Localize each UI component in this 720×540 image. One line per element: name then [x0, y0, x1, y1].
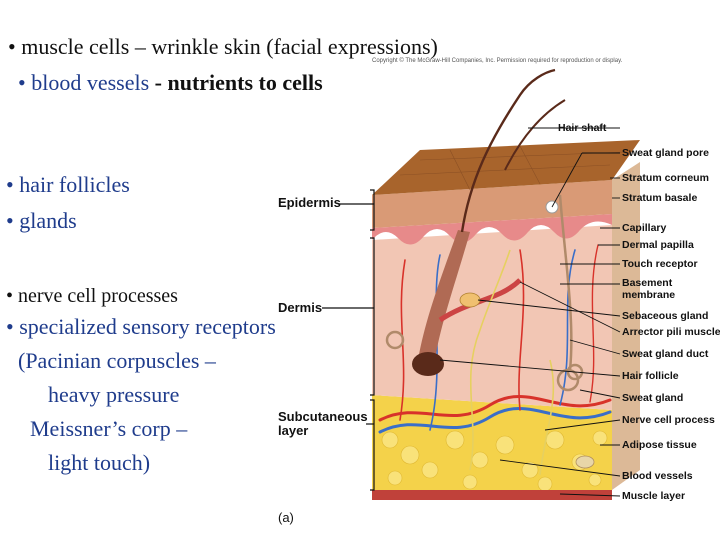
label-capillary: Capillary: [622, 222, 666, 234]
label-epidermis: Epidermis: [278, 195, 341, 210]
label-blood-vessels: Blood vessels: [622, 470, 693, 482]
label-sweat-gland-pore: Sweat gland pore: [622, 147, 709, 159]
label-sweat-gland-duct: Sweat gland duct: [622, 348, 708, 360]
label-muscle-layer: Muscle layer: [622, 490, 685, 502]
label-adipose-tissue: Adipose tissue: [622, 439, 697, 451]
label-touch-receptor: Touch receptor: [622, 258, 698, 270]
label-subcutaneous-line1: Subcutaneous: [278, 410, 368, 424]
label-sweat-gland: Sweat gland: [622, 392, 683, 404]
subcutaneous-fat: [372, 395, 612, 490]
label-hair-follicle: Hair follicle: [622, 370, 679, 382]
label-basement-membrane: Basement membrane: [622, 277, 675, 301]
label-subcutaneous: Subcutaneous layer: [278, 410, 368, 438]
label-basement-line2: membrane: [622, 289, 675, 301]
panel-label: (a): [278, 510, 294, 525]
label-stratum-corneum: Stratum corneum: [622, 172, 709, 184]
label-subcutaneous-line2: layer: [278, 424, 368, 438]
label-sebaceous-gland: Sebaceous gland: [622, 310, 708, 322]
label-dermal-papilla: Dermal papilla: [622, 239, 694, 251]
label-hair-shaft: Hair shaft: [558, 122, 606, 134]
label-dermis: Dermis: [278, 300, 322, 315]
dermis-layer: [372, 225, 612, 410]
label-arrector-pili: Arrector pili muscle: [622, 326, 720, 338]
label-basement-line1: Basement: [622, 277, 675, 289]
label-stratum-basale: Stratum basale: [622, 192, 697, 204]
label-nerve-cell-process: Nerve cell process: [622, 414, 715, 426]
